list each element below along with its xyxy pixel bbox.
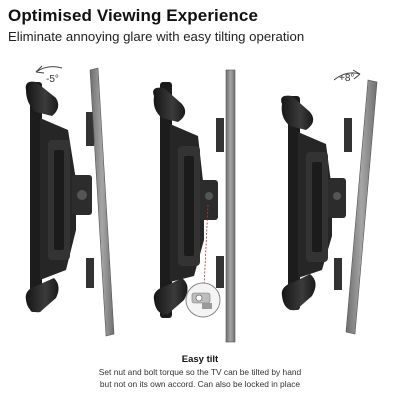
tilt-angle-left: -5° [46, 74, 59, 85]
mount-tilt-right [281, 69, 378, 335]
mount-tilt-left [25, 65, 115, 337]
tilt-arrow-right [333, 72, 361, 81]
tilt-arrow-left [35, 66, 63, 73]
page-subtitle: Eliminate annoying glare with easy tilti… [8, 29, 305, 44]
tv-panel-right [345, 79, 378, 335]
tv-panel-center [225, 69, 236, 343]
caption-line-1: Set nut and bolt torque so the TV can be… [98, 367, 302, 377]
tilt-angle-right: +8° [339, 73, 355, 84]
caption-title: Easy tilt [181, 354, 219, 365]
tv-panel-left [89, 67, 115, 337]
caption-line-2: but not on its own accord. Can also be l… [99, 379, 301, 389]
zoom-detail-circle [185, 282, 221, 318]
page-title: Optimised Viewing Experience [8, 6, 259, 25]
mount-tilt-center [153, 69, 236, 343]
